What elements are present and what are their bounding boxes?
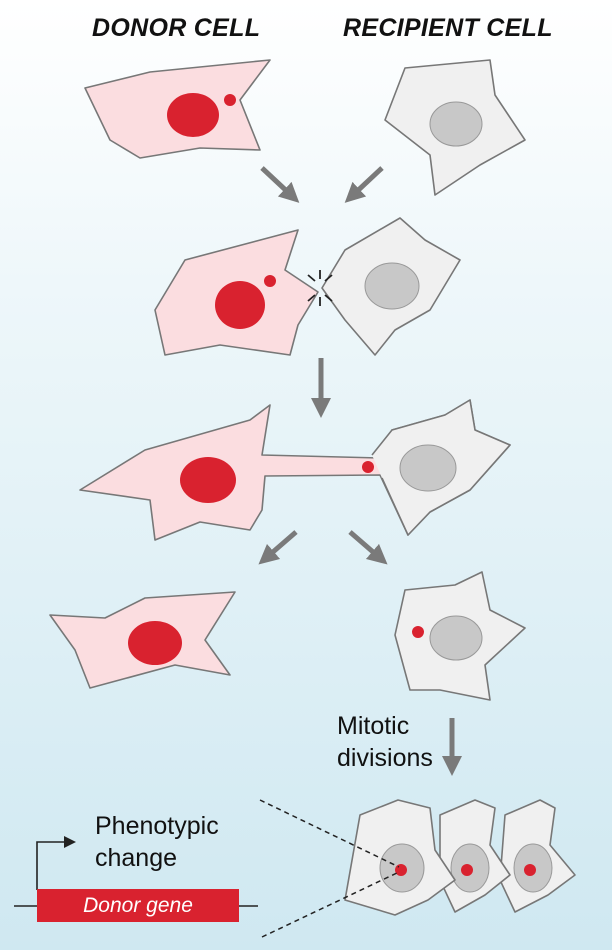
recipient-cell-initial — [384, 59, 526, 196]
recipient-nucleus — [429, 615, 483, 661]
recipient-cell-after — [394, 571, 526, 701]
arrow-recipient-to-contact — [344, 166, 384, 203]
transcription-arrow-icon — [64, 836, 76, 848]
donor-nucleus — [128, 621, 182, 665]
recipient-nucleus — [399, 444, 457, 492]
recipient-nucleus — [364, 262, 420, 310]
daughter-cell-1 — [344, 799, 456, 916]
connected-cells-tunnel — [79, 399, 511, 541]
arrow-to-donor-after — [258, 530, 298, 565]
zoom-line-bottom — [261, 871, 400, 938]
daughter-mitochondrion — [461, 864, 473, 876]
donor-cell-contact — [154, 229, 319, 356]
donor-mitochondrion — [224, 94, 236, 106]
recipient-cell-heading: RECIPIENT CELL — [343, 14, 553, 42]
contact-spark — [307, 270, 333, 306]
donor-nucleus — [180, 457, 236, 503]
inherited-mitochondrion — [412, 626, 424, 638]
phenotypic-change-label: Phenotypic change — [95, 812, 219, 872]
arrow-donor-to-contact — [260, 166, 300, 203]
arrow-to-recipient-after — [348, 530, 388, 565]
donor-gene-bar: Donor gene — [37, 889, 239, 922]
donor-mitochondrion — [264, 275, 276, 287]
donor-gene-label: Donor gene — [83, 893, 193, 917]
daughter-mitochondrion — [395, 864, 407, 876]
recipient-nucleus — [429, 101, 483, 147]
daughter-mitochondrion — [524, 864, 536, 876]
donor-nucleus — [167, 93, 219, 137]
donor-cell-heading: DONOR CELL — [92, 14, 261, 42]
transcription-start-line — [36, 841, 64, 890]
donor-cell-initial — [84, 59, 271, 159]
donor-nucleus — [215, 281, 265, 329]
daughter-cell-3 — [499, 799, 576, 913]
transferred-mitochondrion — [362, 461, 374, 473]
donor-cell-after — [49, 591, 236, 689]
zoom-line-top — [259, 799, 400, 868]
mitotic-divisions-label: Mitotic divisions — [337, 712, 433, 772]
recipient-cell-contact — [321, 217, 461, 356]
daughter-cell-2 — [439, 799, 511, 913]
